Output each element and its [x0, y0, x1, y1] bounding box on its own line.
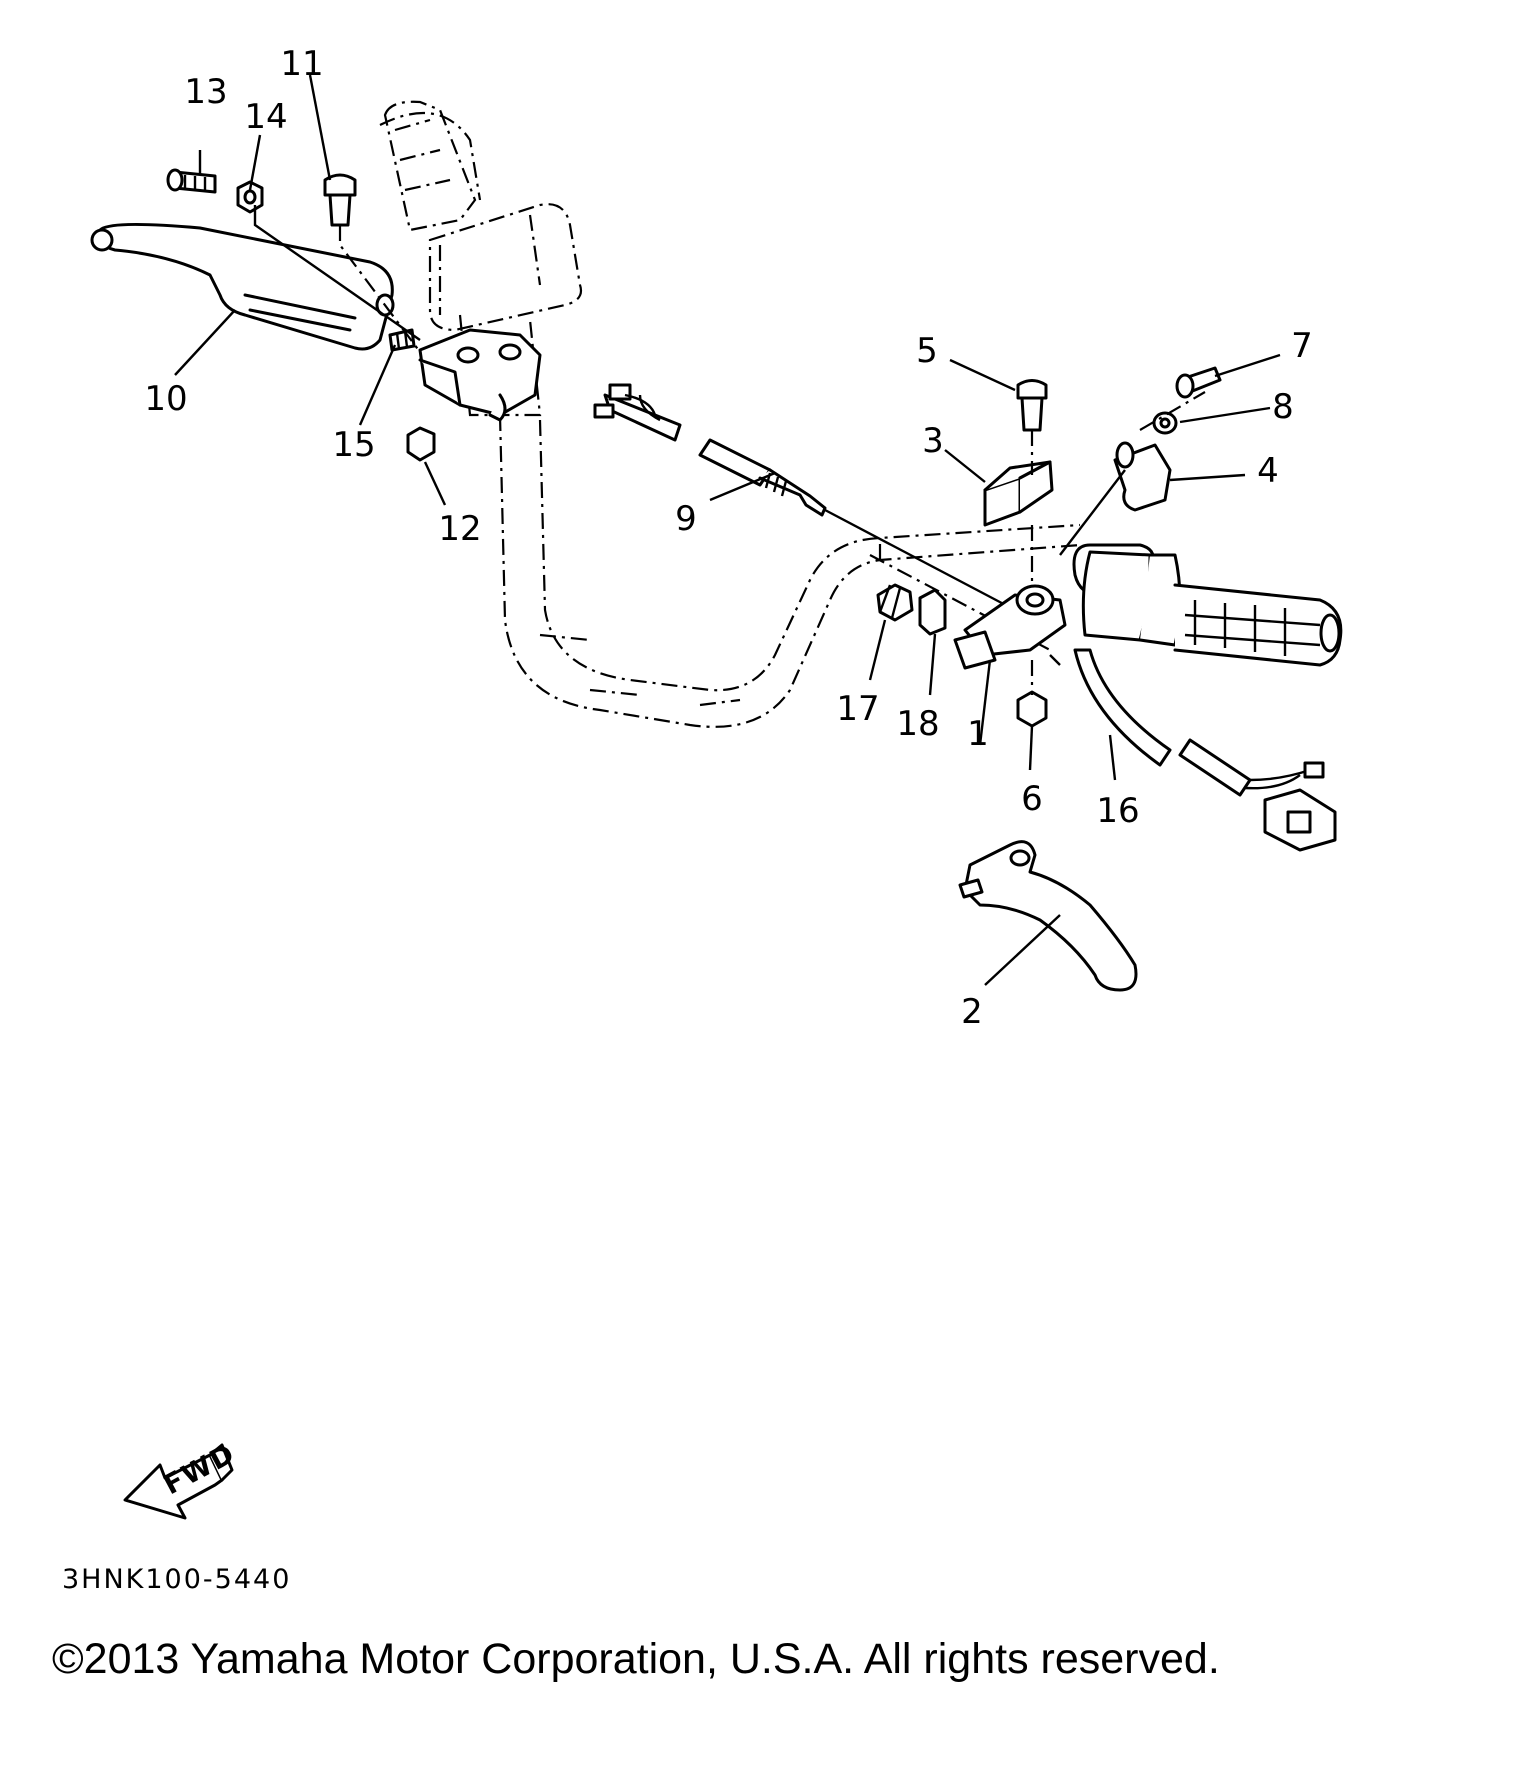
left-lever-holder: [418, 328, 542, 422]
copyright-notice: ©2013 Yamaha Motor Corporation, U.S.A. A…: [52, 1635, 1220, 1683]
adjuster-17: [876, 583, 914, 622]
callout-5: 5: [916, 331, 938, 371]
callout-6: 6: [1021, 779, 1043, 819]
bolt-11: [323, 173, 357, 227]
nut-14: [236, 180, 264, 214]
callout-4: 4: [1257, 451, 1279, 491]
clip-18: [918, 588, 947, 636]
left-lever: [90, 222, 395, 351]
lever-bracket-1: [953, 584, 1067, 670]
switch-3: [983, 460, 1054, 527]
callout-7: 7: [1291, 326, 1313, 366]
callout-3: 3: [922, 421, 944, 461]
callout-9: 9: [675, 499, 697, 539]
callout-8: 8: [1272, 387, 1294, 427]
callout-11: 11: [280, 44, 323, 84]
callout-16: 16: [1096, 791, 1139, 831]
callout-17: 17: [836, 689, 879, 729]
right-lever-2: [958, 840, 1138, 992]
right-grip: [1072, 543, 1343, 667]
diagram-code: 3HNK100-5440: [62, 1564, 291, 1595]
callout-14: 14: [244, 97, 287, 137]
callout-2: 2: [961, 992, 983, 1032]
switch-wire-16: [1073, 648, 1337, 852]
callout-1: 1: [967, 714, 989, 754]
washer-8: [1152, 411, 1178, 435]
callout-13: 13: [184, 72, 227, 112]
callout-10: 10: [144, 379, 187, 419]
bolt-5: [1016, 379, 1048, 432]
screw-7: [1175, 366, 1222, 399]
handlebar: [498, 414, 1081, 728]
left-grip: [379, 111, 482, 201]
nut-12: [406, 426, 436, 462]
callout-15: 15: [332, 425, 375, 465]
callout-18: 18: [896, 704, 939, 744]
callout-12: 12: [438, 509, 481, 549]
fwd-arrow: FWD: [123, 1438, 241, 1520]
nut-6: [1016, 690, 1048, 728]
wire-harness-9: [593, 383, 1051, 651]
leader-lines: [174, 74, 1281, 986]
bolt-13: [166, 168, 217, 194]
bracket-4: [1113, 441, 1172, 512]
